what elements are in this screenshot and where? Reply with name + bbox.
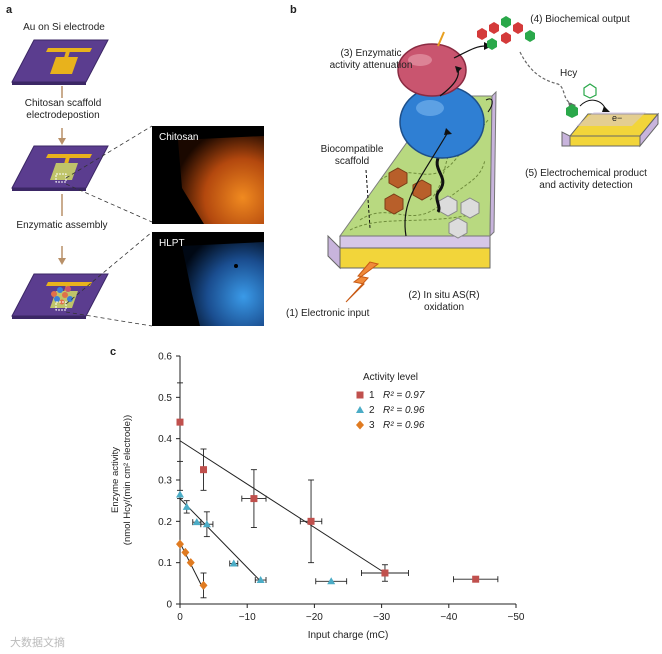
chitosan-caption: Chitosan xyxy=(159,132,199,143)
y-tick-label: 0.1 xyxy=(158,558,172,569)
panel-a-letter: a xyxy=(6,4,13,16)
step-electrode-label: Au on Si electrode xyxy=(23,22,105,33)
label-biochemical-output: (4) Biochemical output xyxy=(530,14,630,25)
data-point-square xyxy=(356,391,364,399)
x-tick-label: −20 xyxy=(306,612,323,623)
step-assembly-label: Enzymatic assembly xyxy=(16,220,108,231)
data-point-triangle xyxy=(182,502,191,510)
x-tick-label: −30 xyxy=(373,612,390,623)
fit-line-series-2 xyxy=(179,498,261,582)
legend-label-3: 3 xyxy=(369,420,375,431)
data-point-diamond xyxy=(199,580,208,590)
data-point-square xyxy=(250,495,258,503)
fit-line-series-3 xyxy=(179,542,204,590)
legend-r2-2: R² = 0.96 xyxy=(383,405,425,416)
y-tick-label: 0 xyxy=(166,600,172,611)
arrow-down-icon xyxy=(58,86,66,145)
enzyme-activity-chart: 0 −10 −20 −30 −40 −50 0 0.1 0.2 0.3 0.4 0.5 0.6Input… xyxy=(110,352,525,642)
y-axis-label: Enzyme activity(nmol Hcy/(min cm² electr… xyxy=(110,415,133,545)
enzyme-schematic xyxy=(327,16,660,303)
step-chitosan-label: Chitosan scaffold electrodepostion xyxy=(24,98,102,121)
legend-label-2: 2 xyxy=(369,405,375,416)
y-tick-label: 0.4 xyxy=(158,434,172,445)
data-point-square xyxy=(381,569,389,577)
data-point-diamond xyxy=(356,420,364,430)
zoom-guide-lines xyxy=(65,125,153,327)
data-point-diamond xyxy=(181,547,190,557)
data-point-diamond xyxy=(176,539,184,549)
x-tick-label: 0 xyxy=(177,612,183,623)
label-attenuation: (3) Enzymatic activity attenuation xyxy=(329,48,413,71)
data-point-triangle xyxy=(176,490,184,498)
hlpt-micrograph: HLPT xyxy=(152,232,264,326)
watermark: 大数据文摘 xyxy=(10,637,65,649)
arrow-down-icon xyxy=(58,194,66,265)
label-hcy: Hcy xyxy=(560,68,578,79)
data-point-square xyxy=(307,517,315,525)
legend-r2-3: R² = 0.96 xyxy=(383,420,425,431)
enzyme-electrode-illustration xyxy=(11,273,109,319)
data-point-triangle xyxy=(202,520,211,528)
chitosan-electrode-illustration xyxy=(11,145,109,191)
label-insitu-oxidation: (2) In situ AS(R) oxidation xyxy=(408,290,480,313)
au-electrode-illustration xyxy=(11,39,109,85)
label-electron: e− xyxy=(612,113,623,123)
label-detection: (5) Electrochemical product and activity… xyxy=(525,168,647,191)
panel-b-letter: b xyxy=(290,4,297,16)
label-scaffold: Biocompatible scaffold xyxy=(320,144,384,167)
fit-line-series-1 xyxy=(179,440,386,574)
x-tick-label: −40 xyxy=(440,612,457,623)
data-point-square xyxy=(200,466,208,474)
label-electronic-input: (1) Electronic input xyxy=(286,308,370,319)
legend-r2-1: R² = 0.97 xyxy=(383,390,425,401)
x-axis-label: Input charge (mC) xyxy=(308,630,389,641)
y-tick-label: 0.6 xyxy=(158,352,172,363)
data-point-diamond xyxy=(186,558,195,568)
legend-label-1: 1 xyxy=(369,390,375,401)
data-point-triangle xyxy=(229,559,238,567)
y-tick-label: 0.2 xyxy=(158,517,172,528)
legend-title: Activity level xyxy=(363,372,418,383)
data-point-square xyxy=(176,418,184,426)
hlpt-caption: HLPT xyxy=(159,238,185,249)
data-point-triangle xyxy=(192,518,201,526)
y-tick-label: 0.3 xyxy=(158,476,172,487)
data-point-triangle xyxy=(327,577,336,585)
data-point-triangle xyxy=(256,576,265,584)
x-tick-label: −10 xyxy=(239,612,256,623)
y-tick-label: 0.5 xyxy=(158,393,172,404)
data-point-square xyxy=(472,575,480,583)
chitosan-micrograph: Chitosan xyxy=(152,126,264,224)
panel-c-letter: c xyxy=(110,346,117,358)
x-tick-label: −50 xyxy=(508,612,525,623)
data-point-triangle xyxy=(356,406,364,413)
